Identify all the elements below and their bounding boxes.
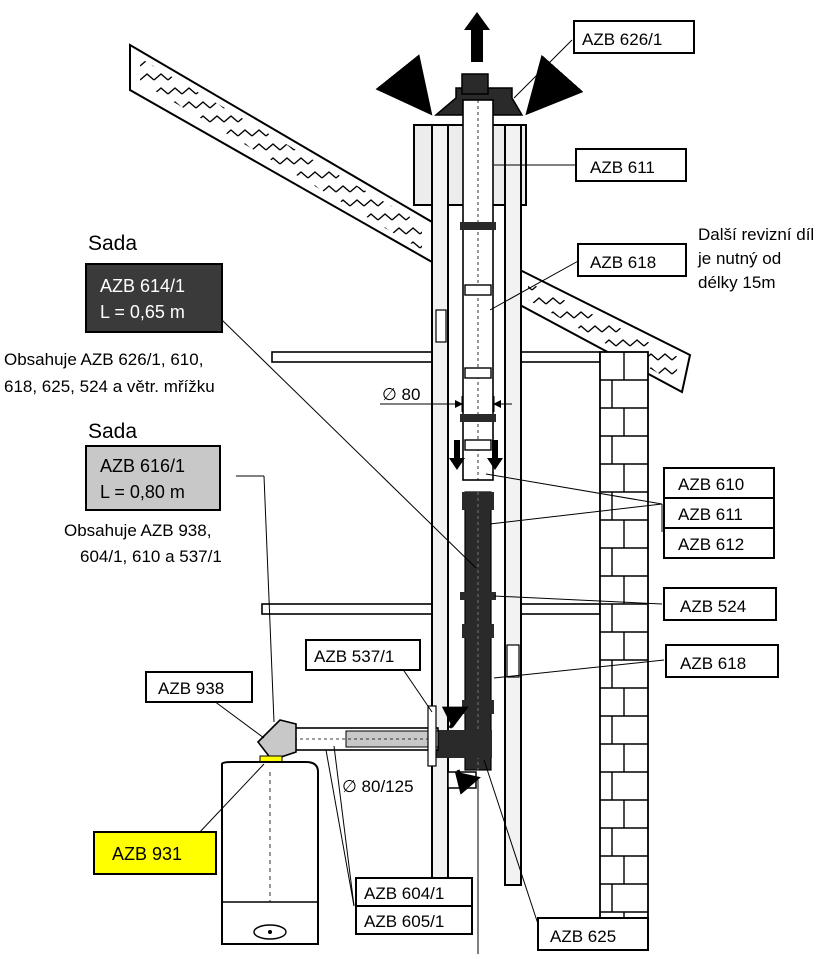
- label-azb-626-1: AZB 626/1: [573, 20, 695, 54]
- label-azb-604-1: AZB 604/1: [355, 877, 473, 907]
- flow-down-left-arrow-icon: [449, 440, 465, 470]
- kit-614-1: Sada AZB 614/1 L = 0,65 m Obsahuje AZB 6…: [4, 232, 223, 396]
- terminal-cap: [375, 12, 584, 116]
- flue-pipe-upper: [449, 99, 503, 481]
- label-azb-524: AZB 524: [663, 587, 777, 621]
- label-azb-625: AZB 625: [537, 917, 649, 951]
- kit-contents: 618, 625, 524 a větr. mřížku: [4, 377, 215, 396]
- diameter-80-125-label: ∅ 80/125: [342, 777, 414, 796]
- kit-heading: Sada: [88, 232, 137, 255]
- kit-length: L = 0,80 m: [100, 482, 185, 502]
- kit-616-1: Sada AZB 616/1 L = 0,80 m Obsahuje AZB 9…: [64, 420, 222, 566]
- label-text: AZB 618: [590, 253, 656, 272]
- kit-contents: 604/1, 610 a 537/1: [80, 547, 222, 566]
- exhaust-arrow-icon: [464, 12, 490, 62]
- label-azb-938: AZB 938: [145, 671, 253, 703]
- label-text: AZB 604/1: [364, 884, 444, 903]
- label-text: AZB 524: [680, 597, 746, 616]
- note-text: délky 15m: [698, 273, 775, 292]
- note-text: Další revizní díl: [698, 225, 814, 244]
- label-azb-610: AZB 610: [663, 467, 775, 499]
- label-text: AZB 618: [680, 654, 746, 673]
- label-text: AZB 611: [590, 158, 655, 177]
- label-azb-612: AZB 612: [663, 527, 775, 559]
- diameter-80-label: ∅ 80: [382, 385, 420, 404]
- note-text: je nutný od: [697, 249, 781, 268]
- label-azb-618-bottom: AZB 618: [665, 644, 779, 678]
- flue-pipe-lower: [436, 491, 496, 771]
- label-azb-605-1: AZB 605/1: [355, 905, 473, 935]
- boiler-unit: [221, 761, 319, 945]
- diameter-80-dimension: [380, 396, 512, 412]
- label-text: AZB 611: [678, 505, 743, 524]
- label-text: AZB 612: [678, 535, 744, 554]
- brick-wall: [599, 351, 649, 947]
- air-inflow-left-arrow-icon: [375, 54, 433, 116]
- label-azb-611-top: AZB 611: [575, 148, 687, 182]
- kit-contents: Obsahuje AZB 626/1, 610,: [4, 350, 203, 369]
- label-text: AZB 537/1: [314, 647, 394, 666]
- floor-slabs: [261, 351, 601, 615]
- roof-left: [129, 43, 433, 264]
- label-text: AZB 610: [678, 475, 744, 494]
- kit-length: L = 0,65 m: [100, 302, 185, 322]
- air-inflow-right-arrow-icon: [525, 54, 584, 116]
- label-azb-611: AZB 611: [663, 497, 775, 529]
- condensate-arrow-icon: [454, 769, 481, 795]
- flow-down-right-arrow-icon: [487, 440, 503, 470]
- kit-heading: Sada: [88, 420, 137, 443]
- label-azb-618-top: AZB 618: [577, 243, 687, 277]
- kit-code: AZB 614/1: [100, 276, 185, 296]
- horizontal-flue-pipe: [293, 705, 481, 795]
- kit-code: AZB 616/1: [100, 456, 185, 476]
- kit-contents: Obsahuje AZB 938,: [64, 521, 211, 540]
- label-text: AZB 931: [112, 844, 182, 864]
- boiler-elbow: [256, 719, 297, 763]
- air-intake-arrow-icon: [441, 706, 469, 729]
- label-azb-931: AZB 931: [93, 831, 217, 875]
- label-text: AZB 625: [550, 927, 616, 946]
- label-text: AZB 938: [158, 679, 224, 698]
- revision-note: Další revizní díl je nutný od délky 15m: [697, 225, 814, 292]
- label-text: AZB 626/1: [582, 30, 662, 49]
- leader-lines: [197, 39, 665, 954]
- label-azb-537-1: AZB 537/1: [305, 639, 421, 671]
- label-text: AZB 605/1: [364, 912, 444, 931]
